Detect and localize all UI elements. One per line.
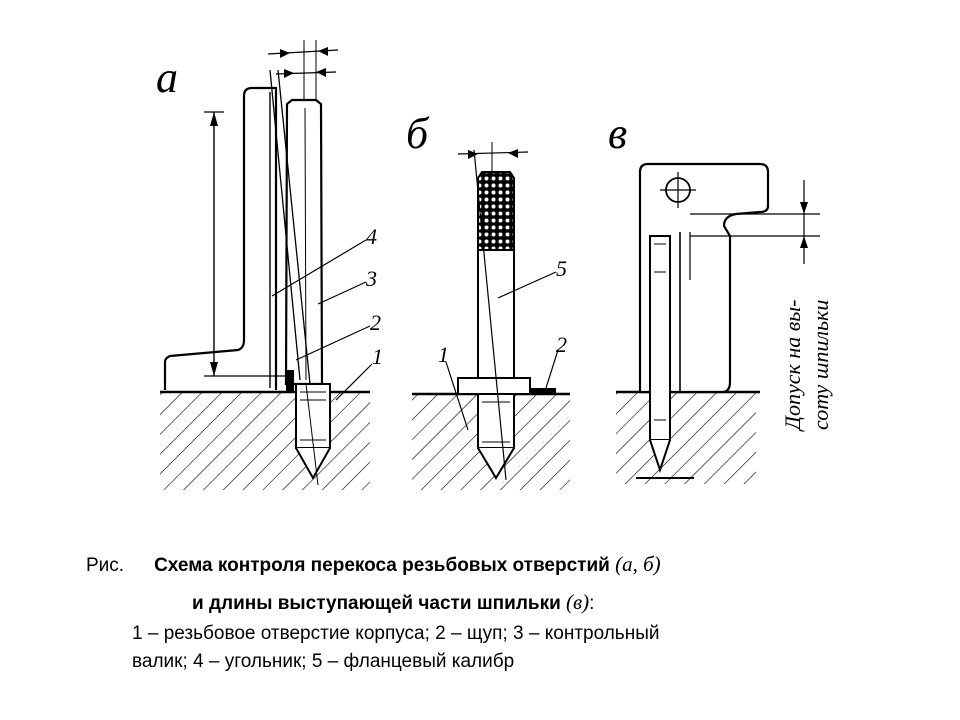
caption-line-2: и длины выступающей части шпильки (в):	[192, 590, 594, 616]
feeler-b	[530, 388, 556, 394]
height-gauge	[638, 162, 770, 394]
figure-v	[616, 162, 820, 484]
control-shaft	[284, 98, 324, 386]
tolerance-text-1: Допуск на вы-	[780, 299, 805, 432]
figure-b	[412, 142, 570, 490]
caption-title-2: и длины выступающей части шпильки	[192, 593, 561, 614]
caption-line-1: Рис. Схема контроля перекоса резьбовых от…	[86, 552, 661, 578]
caption-refs-2: (в)	[566, 590, 590, 614]
number-3: 3	[365, 266, 377, 291]
caption-refs-1: (а, б)	[615, 552, 661, 576]
caption-prefix: Рис.	[86, 555, 125, 576]
label-v: в	[608, 109, 627, 158]
number-2-a: 2	[370, 310, 381, 335]
label-a: а	[156, 53, 178, 102]
caption-legend-1: 1 – резьбовое отверстие корпуса; 2 – щуп…	[132, 623, 660, 644]
flange	[457, 377, 531, 395]
number-5: 5	[556, 256, 567, 281]
technical-drawing: а б в 4 3 2 1 5 1 2 Допуск на вы- соту ш…	[156, 40, 833, 490]
caption-colon: :	[589, 593, 595, 614]
housing-section-v	[616, 392, 756, 484]
label-b: б	[406, 109, 430, 158]
number-1-b: 1	[438, 342, 449, 367]
feeler-a	[286, 370, 294, 392]
caption-legend-2: валик; 4 – угольник; 5 – фланцевый калиб…	[132, 651, 515, 672]
square-tool	[163, 86, 278, 390]
housing-section-a	[160, 392, 370, 490]
tolerance-text-2: соту шпильки	[808, 300, 833, 430]
number-4: 4	[366, 224, 377, 249]
flange-gauge-shaft	[477, 249, 515, 379]
number-1-a: 1	[372, 344, 383, 369]
stud	[649, 235, 671, 441]
number-2-b: 2	[556, 332, 567, 357]
figure-a	[160, 40, 373, 490]
caption-title-1: Схема контроля перекоса резьбовых отверс…	[154, 555, 610, 576]
